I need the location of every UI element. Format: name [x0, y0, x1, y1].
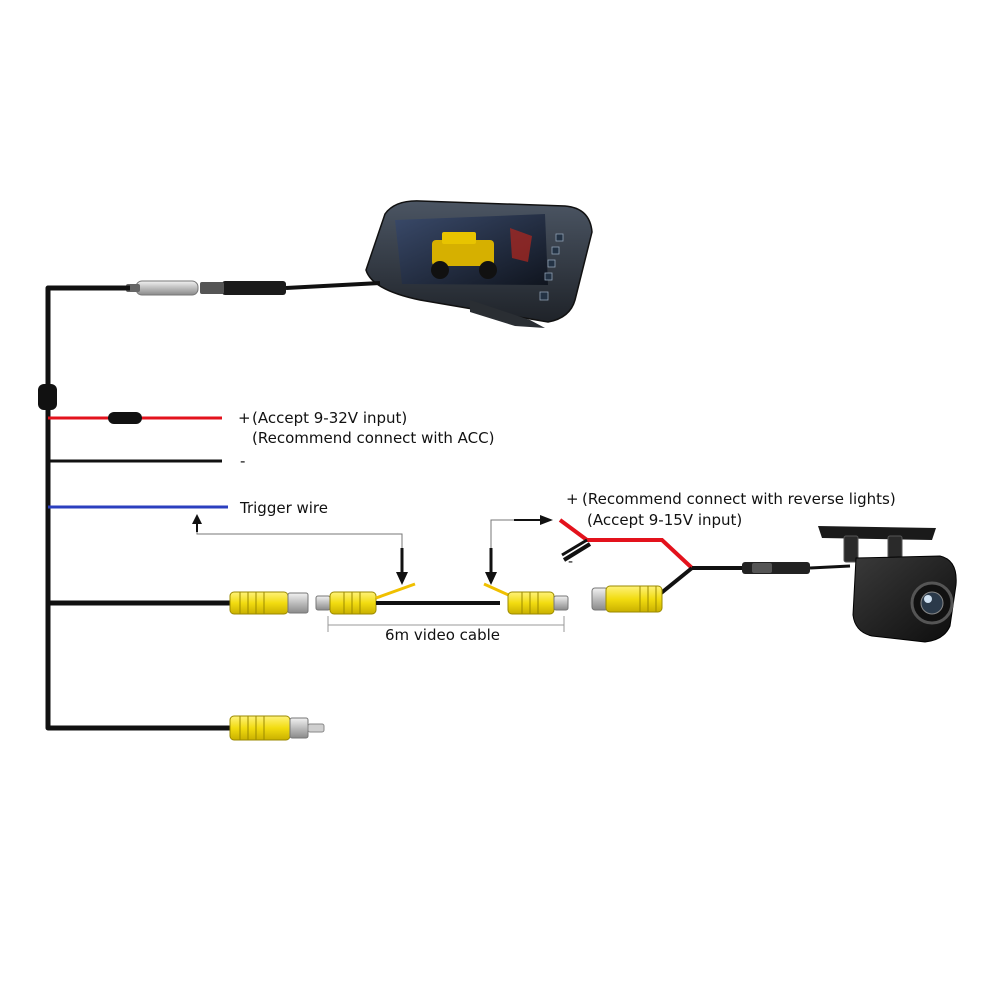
acc-voltage-label: (Accept 9-32V input) [252, 409, 407, 427]
camera-cable [809, 564, 851, 570]
inline-fuse-holder [38, 384, 57, 410]
video-extension-cable [315, 582, 569, 615]
camera-minus-label: - [568, 554, 573, 570]
mirror-monitor-icon [365, 200, 593, 328]
reverse-camera-icon [818, 526, 957, 643]
camera-inline-connector [742, 562, 810, 574]
power-wire [48, 412, 222, 424]
ground-label: - [240, 452, 245, 470]
camera-plus-label: + [566, 490, 579, 508]
video-cable-label: 6m video cable [385, 626, 500, 644]
acc-plus-label: + [238, 409, 251, 427]
monitor-cable-connector [126, 280, 286, 296]
harness-rca-second [229, 715, 325, 741]
camera-voltage-label: (Accept 9-15V input) [587, 511, 742, 529]
camera-power-wire [558, 518, 694, 570]
video-cable-length-marker [327, 616, 565, 632]
acc-recommend-label: (Recommend connect with ACC) [252, 429, 494, 447]
trigger-arrow-icon [192, 514, 553, 585]
trigger-connection-guide [196, 519, 514, 572]
monitor-cable [285, 281, 381, 290]
harness-rca-video-in [229, 591, 309, 615]
trigger-wire-label: Trigger wire [239, 499, 328, 517]
camera-rca-video-out [591, 585, 663, 613]
camera-recommend-label: (Recommend connect with reverse lights) [582, 490, 896, 508]
